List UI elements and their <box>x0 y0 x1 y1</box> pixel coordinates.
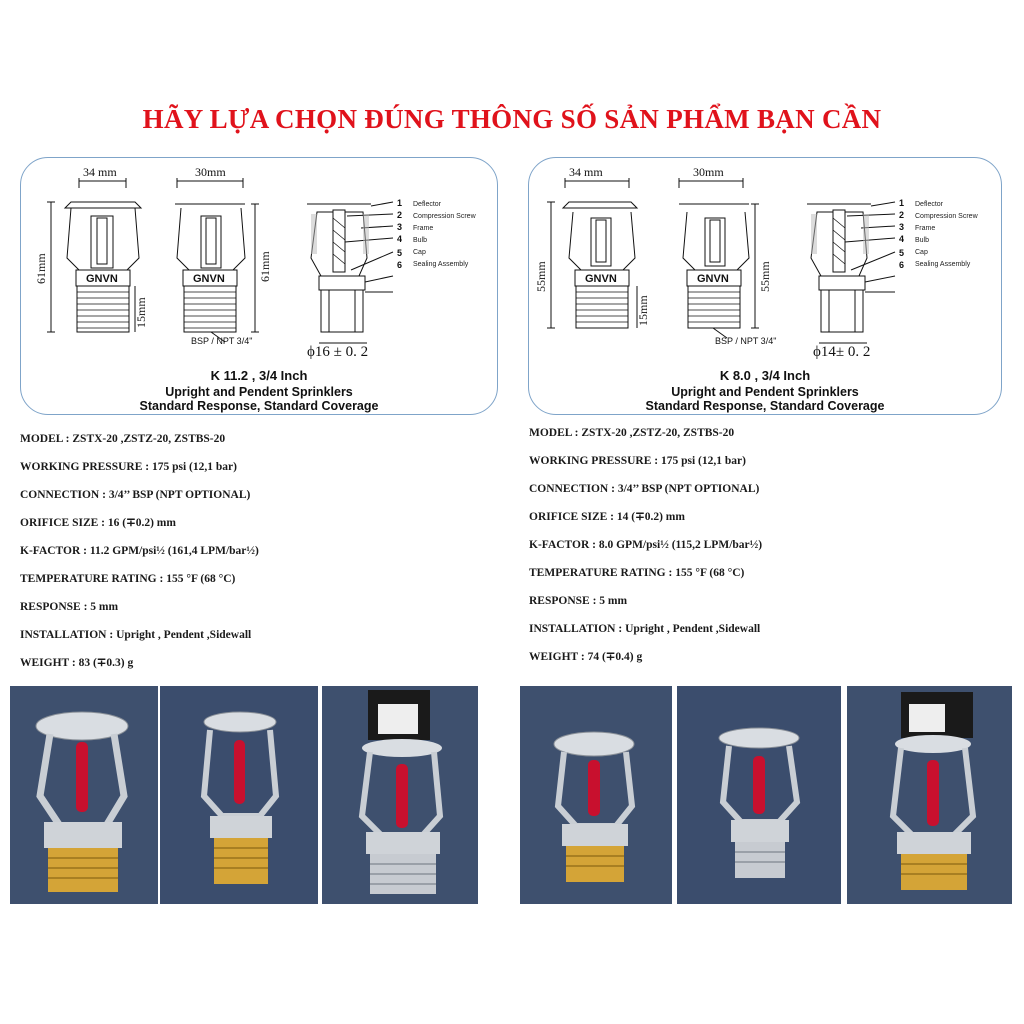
callout-label: Compression Screw <box>413 213 477 220</box>
callout-label: Sealing Assembly <box>915 261 971 268</box>
photo-strip-k11 <box>10 686 478 904</box>
dim-height-a: 61mm <box>34 253 48 284</box>
stamp-b: GNVN <box>193 273 225 285</box>
product-photo-with-tag <box>322 686 478 904</box>
thread-label: BSP / NPT 3/4" <box>191 336 252 346</box>
spec-row: RESPONSE : 5 mm <box>529 595 628 607</box>
spec-row: K-FACTOR : 8.0 GPM/psi½ (115,2 LPM/bar½) <box>529 539 763 551</box>
response-heading: Standard Response, Standard Coverage <box>645 399 885 413</box>
spec-list-k11: MODEL : ZSTX-20 ,ZSTZ-20, ZSTBS-20 WORKI… <box>20 425 259 677</box>
callout-label: Bulb <box>413 237 427 244</box>
stamp-a: GNVN <box>585 273 617 285</box>
response-heading: Standard Response, Standard Coverage <box>139 399 379 413</box>
callout-label: Frame <box>413 225 433 232</box>
dim-thread: 15mm <box>636 295 650 326</box>
spec-row: MODEL : ZSTX-20 ,ZSTZ-20, ZSTBS-20 <box>529 427 735 439</box>
spec-row: RESPONSE : 5 mm <box>20 601 119 613</box>
dim-width-a: 34 mm <box>83 165 117 179</box>
product-photo-with-tag <box>847 686 1012 904</box>
callout-number: 2 <box>397 210 402 220</box>
orifice-label: ϕ16 ± 0. 2 <box>307 344 368 360</box>
dim-width-b: 30mm <box>693 165 724 179</box>
callout-label: Deflector <box>413 201 442 208</box>
k-factor-heading: K 8.0 , 3/4 Inch <box>719 368 811 383</box>
spec-row: TEMPERATURE RATING : 155 °F (68 °C) <box>529 567 745 579</box>
product-photo-upright <box>520 686 672 904</box>
spec-row: ORIFICE SIZE : 14 (∓0.2) mm <box>529 511 685 523</box>
sprinkler-technical-drawing <box>47 178 394 344</box>
callout-number: 6 <box>397 260 402 270</box>
page-title: HÃY LỰA CHỌN ĐÚNG THÔNG SỐ SẢN PHẨM BẠN … <box>142 104 882 134</box>
callout-number: 2 <box>899 210 904 220</box>
spec-row: WEIGHT : 74 (∓0.4) g <box>529 651 643 663</box>
product-photo-upright <box>10 686 158 904</box>
dim-width-a: 34 mm <box>569 165 603 179</box>
photo-strip-k8 <box>520 686 1012 904</box>
dim-height-b: 55mm <box>758 261 772 292</box>
spec-list-k8: MODEL : ZSTX-20 ,ZSTZ-20, ZSTBS-20 WORKI… <box>529 419 762 671</box>
sprinkler-technical-drawing <box>547 178 896 344</box>
spec-row: INSTALLATION : Upright , Pendent ,Sidewa… <box>529 623 761 635</box>
thread-label: BSP / NPT 3/4" <box>715 336 776 346</box>
callout-number: 1 <box>397 198 402 208</box>
spec-row: MODEL : ZSTX-20 ,ZSTZ-20, ZSTBS-20 <box>20 433 226 445</box>
dim-width-b: 30mm <box>195 165 226 179</box>
callout-label: Cap <box>413 249 426 256</box>
callout-label: Bulb <box>915 237 929 244</box>
dim-thread: 15mm <box>134 297 148 328</box>
callout-number: 4 <box>397 234 402 244</box>
spec-row: CONNECTION : 3/4’’ BSP (NPT OPTIONAL) <box>20 489 251 501</box>
spec-row: CONNECTION : 3/4’’ BSP (NPT OPTIONAL) <box>529 483 760 495</box>
callout-number: 5 <box>397 248 402 258</box>
diagram-panel-k11: 34 mm 30mm 61mm 61mm 15mm GNVN GNVN BSP … <box>20 157 498 415</box>
callout-number: 4 <box>899 234 904 244</box>
spec-row: WORKING PRESSURE : 175 psi (12,1 bar) <box>529 455 746 467</box>
callout-number: 6 <box>899 260 904 270</box>
product-photo-pendent <box>160 686 318 904</box>
spec-row: WEIGHT : 83 (∓0.3) g <box>20 657 134 669</box>
spec-row: INSTALLATION : Upright , Pendent ,Sidewa… <box>20 629 252 641</box>
spec-row: ORIFICE SIZE : 16 (∓0.2) mm <box>20 517 176 529</box>
spec-row: WORKING PRESSURE : 175 psi (12,1 bar) <box>20 461 237 473</box>
callout-label: Deflector <box>915 201 944 208</box>
spec-row: K-FACTOR : 11.2 GPM/psi½ (161,4 LPM/bar½… <box>20 545 259 557</box>
callout-label: Compression Screw <box>915 213 979 220</box>
diagram-text-layer: 34 mm 30mm 61mm 61mm 15mm GNVN GNVN BSP … <box>34 165 477 360</box>
callout-label: Cap <box>915 249 928 256</box>
stamp-b: GNVN <box>697 273 729 285</box>
sprinkler-type-heading: Upright and Pendent Sprinklers <box>671 385 859 399</box>
product-photo-pendent <box>677 686 841 904</box>
dim-height-b: 61mm <box>258 251 272 282</box>
callout-label: Sealing Assembly <box>413 261 469 268</box>
diagram-panel-k8: 34 mm 30mm 55mm 55mm 15mm GNVN GNVN BSP … <box>528 157 1002 415</box>
sprinkler-type-heading: Upright and Pendent Sprinklers <box>165 385 353 399</box>
orifice-label: ϕ14± 0. 2 <box>813 344 870 360</box>
diagram-text-layer: 34 mm 30mm 55mm 55mm 15mm GNVN GNVN BSP … <box>534 165 979 360</box>
k-factor-heading: K 11.2 , 3/4 Inch <box>210 368 308 383</box>
callout-number: 5 <box>899 248 904 258</box>
spec-row: TEMPERATURE RATING : 155 °F (68 °C) <box>20 573 236 585</box>
callout-number: 3 <box>397 222 402 232</box>
dim-height-a: 55mm <box>534 261 548 292</box>
callout-number: 3 <box>899 222 904 232</box>
callout-label: Frame <box>915 225 935 232</box>
stamp-a: GNVN <box>86 273 118 285</box>
callout-number: 1 <box>899 198 904 208</box>
